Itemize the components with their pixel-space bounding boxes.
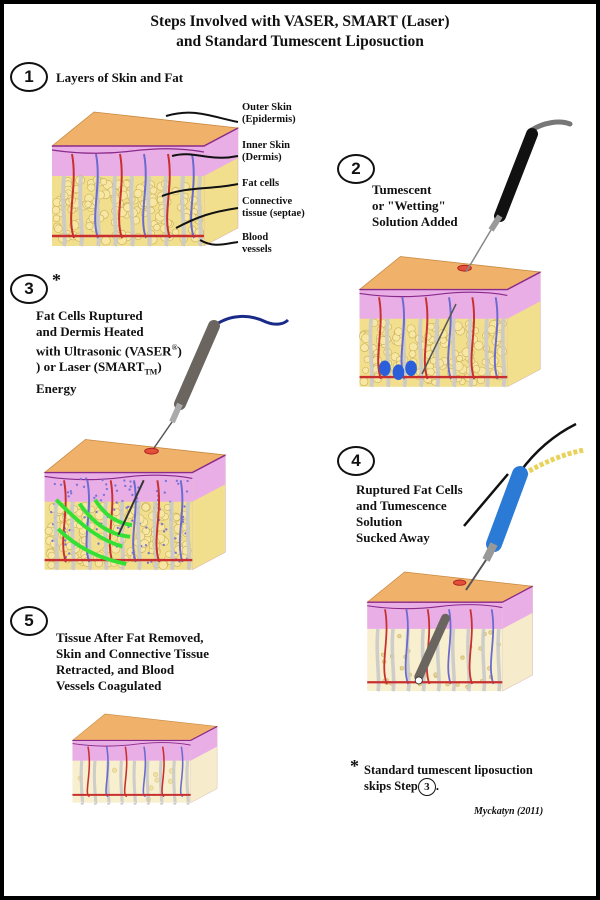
tissue-2 bbox=[358, 256, 542, 388]
title-line-1: Steps Involved with VASER, SMART (Laser) bbox=[150, 13, 450, 30]
layer-label-epidermis: Outer Skin(Epidermis) bbox=[242, 102, 296, 125]
step-4-label: Ruptured Fat Cells and Tumescence Soluti… bbox=[356, 482, 463, 545]
tumescent-drop bbox=[379, 360, 391, 377]
signature: Myckatyn (2011) bbox=[474, 806, 544, 817]
diagram-canvas: Steps Involved with VASER, SMART (Laser)… bbox=[4, 4, 596, 896]
layer-label-fat-cells: Fat cells bbox=[242, 178, 280, 189]
energy-wave bbox=[93, 498, 133, 527]
layer-label-dermis: Inner Skin(Dermis) bbox=[242, 140, 290, 163]
energy-wave bbox=[77, 502, 131, 539]
step-3-tissue-block bbox=[43, 439, 227, 571]
step-4-tissue-block bbox=[366, 571, 534, 692]
step-3-label: Fat Cells Ruptured and Dermis Heated wit… bbox=[36, 308, 182, 396]
step-2-number: 2 bbox=[337, 154, 375, 184]
leader-lines bbox=[161, 111, 239, 246]
insertion-site bbox=[452, 579, 467, 586]
tissue-5 bbox=[71, 713, 219, 805]
tumescent-drop bbox=[405, 360, 417, 377]
footnote: Standard tumescent liposuction skips Ste… bbox=[364, 762, 533, 797]
step-2-tissue-block bbox=[358, 256, 542, 388]
insertion-site bbox=[144, 447, 159, 455]
step-4-cannula bbox=[463, 422, 585, 591]
tissue-4 bbox=[366, 571, 534, 692]
step-3-probe bbox=[153, 315, 290, 449]
step-1-number: 1 bbox=[10, 62, 48, 92]
cannula-tip bbox=[414, 613, 450, 682]
energy-wave bbox=[54, 498, 123, 549]
energy-wave bbox=[56, 527, 127, 566]
title-line-2: and Standard Tumescent Liposuction bbox=[176, 33, 424, 50]
step-ref-circle: 3 bbox=[417, 778, 436, 797]
step-4-number: 4 bbox=[337, 446, 375, 476]
cannula-opening bbox=[414, 676, 423, 685]
footnote-asterisk: * bbox=[350, 756, 359, 776]
step-2-label: Tumescent or "Wetting" Solution Added bbox=[372, 182, 458, 229]
step-2-cannula bbox=[421, 119, 573, 375]
step-3-number: 3 bbox=[10, 274, 48, 304]
step-3-asterisk: * bbox=[52, 270, 61, 290]
step-1-label: Layers of Skin and Fat bbox=[56, 70, 184, 85]
step-5-number: 5 bbox=[10, 606, 48, 636]
step-5-label: Tissue After Fat Removed, Skin and Conne… bbox=[56, 630, 210, 693]
probe-tip bbox=[117, 479, 145, 536]
tumescent-drop bbox=[392, 364, 405, 380]
step-5-tissue-block bbox=[71, 713, 219, 805]
